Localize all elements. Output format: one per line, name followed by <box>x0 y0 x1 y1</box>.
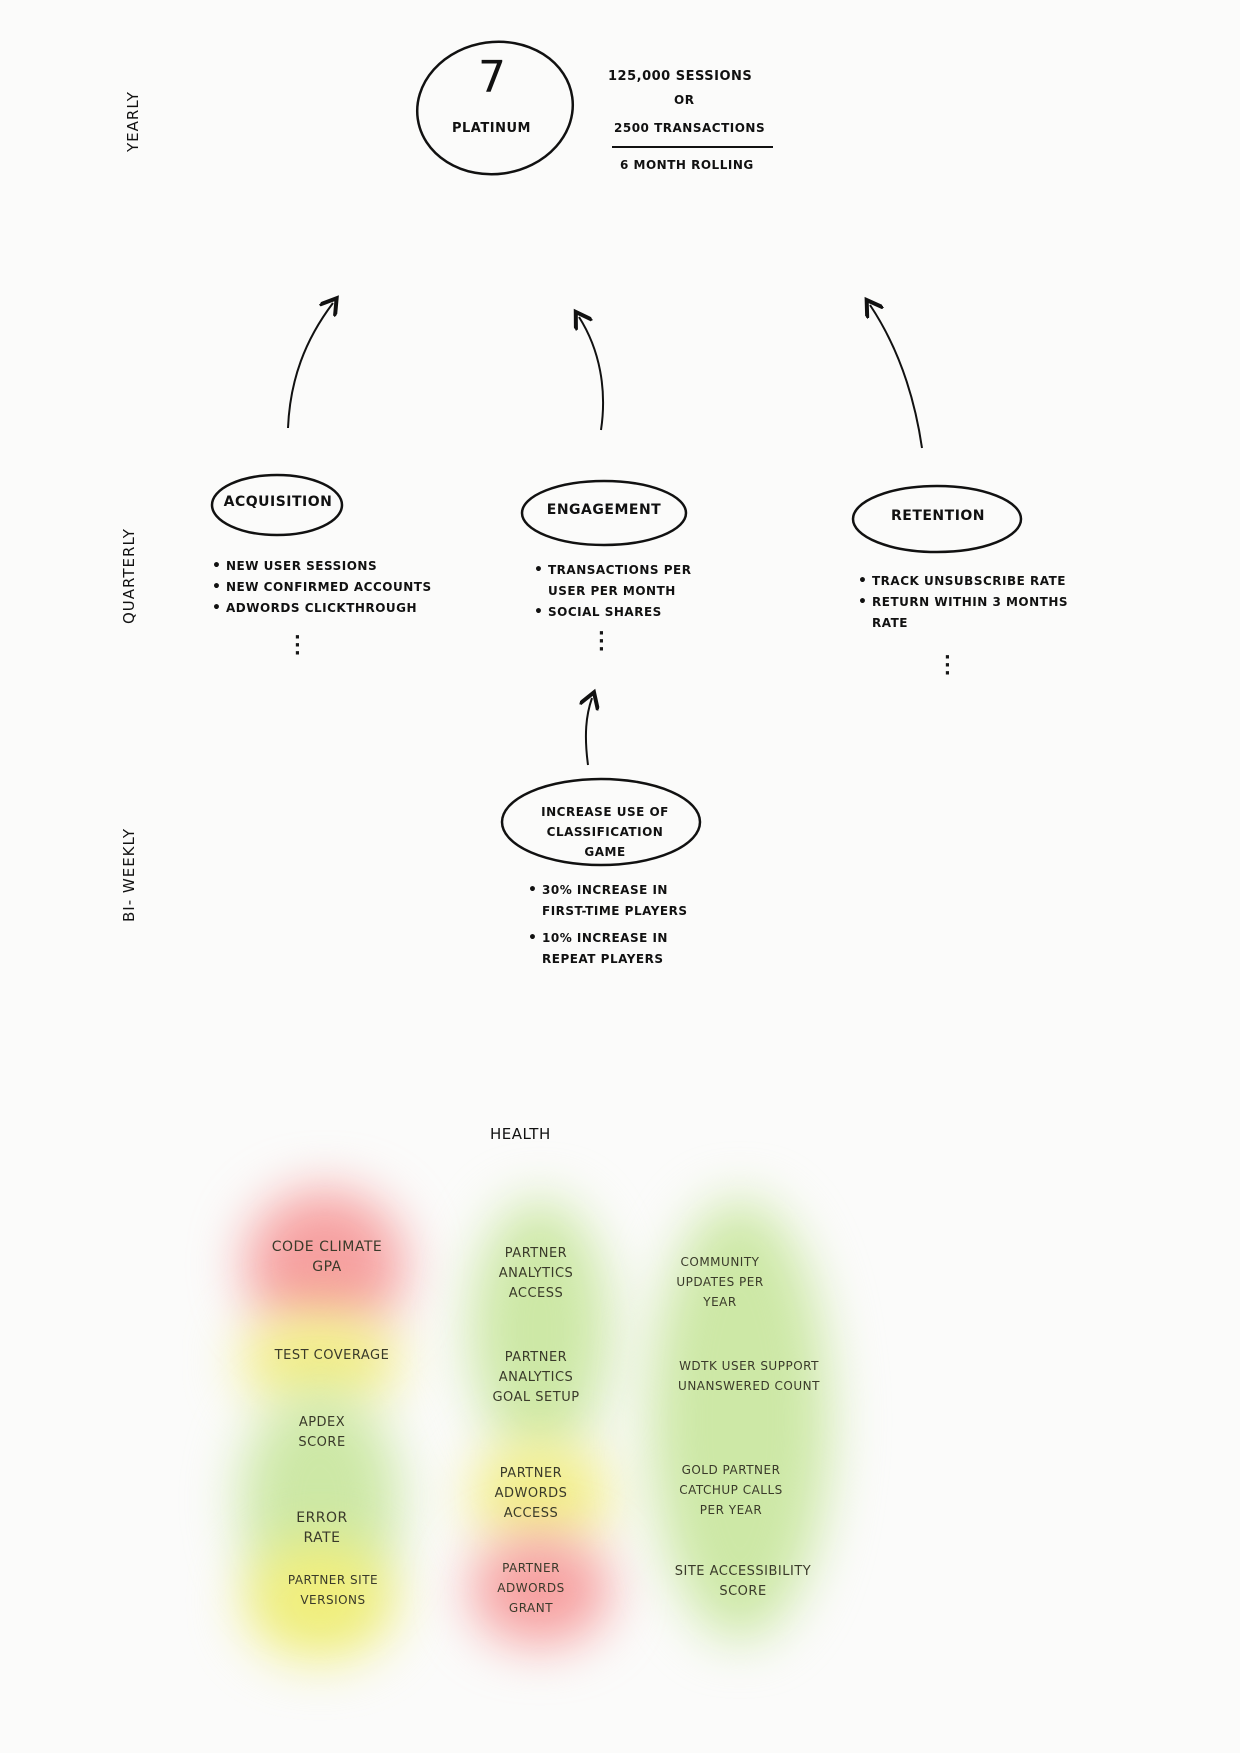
acquisition-title: Acquisition <box>223 494 333 510</box>
blob-red <box>470 1535 610 1645</box>
blob-green <box>470 1200 610 1460</box>
health-partner-adwords-grant: Partner adwords grant <box>497 1561 565 1615</box>
arrow-engagement <box>579 317 604 431</box>
list-item: Track unsubscribe rate <box>858 571 1098 592</box>
list-item: New user sessions <box>212 556 432 577</box>
biweekly-metrics: 30% increase in first-time players 10% i… <box>528 880 708 970</box>
list-item: 30% increase in first-time players <box>528 880 708 922</box>
arrow-biweekly <box>586 698 592 766</box>
health-partner-analytics-goal-setup: Partner analytics goal setup <box>492 1350 580 1405</box>
health-error-rate: Error rate <box>296 1510 348 1546</box>
arrow-acquisition <box>287 303 333 429</box>
list-item: Return within 3 months rate <box>858 592 1098 634</box>
biweekly-label: Bi- Weekly <box>120 827 138 922</box>
goal-ellipse <box>415 40 575 176</box>
health-partner-site-versions: Partner site versions <box>287 1573 379 1607</box>
retention-ellipse <box>851 484 1023 554</box>
list-item: Adwords clickthrough <box>212 598 432 619</box>
biweekly-ellipse <box>500 777 702 867</box>
quarterly-label: Quarterly <box>120 528 138 624</box>
acquisition-more-dots: ··· <box>294 627 301 664</box>
retention-more-dots: ··· <box>944 647 951 684</box>
list-item: Transactions per user per month <box>534 560 714 602</box>
goal-name: Platinum <box>452 121 531 136</box>
retention-title: Retention <box>890 508 986 524</box>
list-item: 10% increase in repeat players <box>528 928 708 970</box>
health-wdtk-support-unanswered: WDTK user support unanswered count <box>678 1359 820 1393</box>
engagement-ellipse <box>520 479 688 547</box>
goal-rolling: 6 Month Rolling <box>620 158 754 172</box>
health-site-accessibility: Site accessibility score <box>674 1564 812 1599</box>
goal-transactions: 2500 Transactions <box>614 121 766 135</box>
health-partner-analytics-access: Partner analytics access <box>498 1246 574 1301</box>
engagement-more-dots: ··· <box>598 623 605 660</box>
list-item: Social shares <box>534 602 714 623</box>
health-partner-adwords-access: Partner adwords access <box>494 1466 568 1521</box>
blob-yellow <box>470 1440 610 1550</box>
health-test-coverage: Test Coverage <box>274 1348 390 1363</box>
goal-or: or <box>674 93 695 107</box>
acquisition-metrics: New user sessions New confirmed accounts… <box>212 556 432 619</box>
engagement-metrics: Transactions per user per month Social s… <box>534 560 714 623</box>
blob-yellow <box>245 1540 395 1660</box>
health-community-updates: Community updates per year <box>676 1255 764 1309</box>
blob-green <box>650 1200 830 1640</box>
health-apdex-score: Apdex score <box>298 1415 346 1450</box>
health-title: Health <box>490 1125 551 1143</box>
goal-number: 7 <box>478 52 507 103</box>
retention-metrics: Track unsubscribe rate Return within 3 m… <box>858 571 1098 634</box>
health-gold-partner-catchup: Gold partner catchup calls per year <box>679 1463 783 1517</box>
acquisition-ellipse <box>210 473 344 537</box>
list-item: New confirmed accounts <box>212 577 432 598</box>
arrow-retention <box>870 305 923 449</box>
yearly-label: Yearly <box>124 91 142 152</box>
engagement-title: Engagement <box>546 502 662 518</box>
biweekly-title: Increase use of classification game <box>541 805 669 859</box>
goal-sessions: 125,000 Sessions <box>608 69 753 84</box>
health-code-climate-gpa: Code Climate GPA <box>271 1239 383 1275</box>
